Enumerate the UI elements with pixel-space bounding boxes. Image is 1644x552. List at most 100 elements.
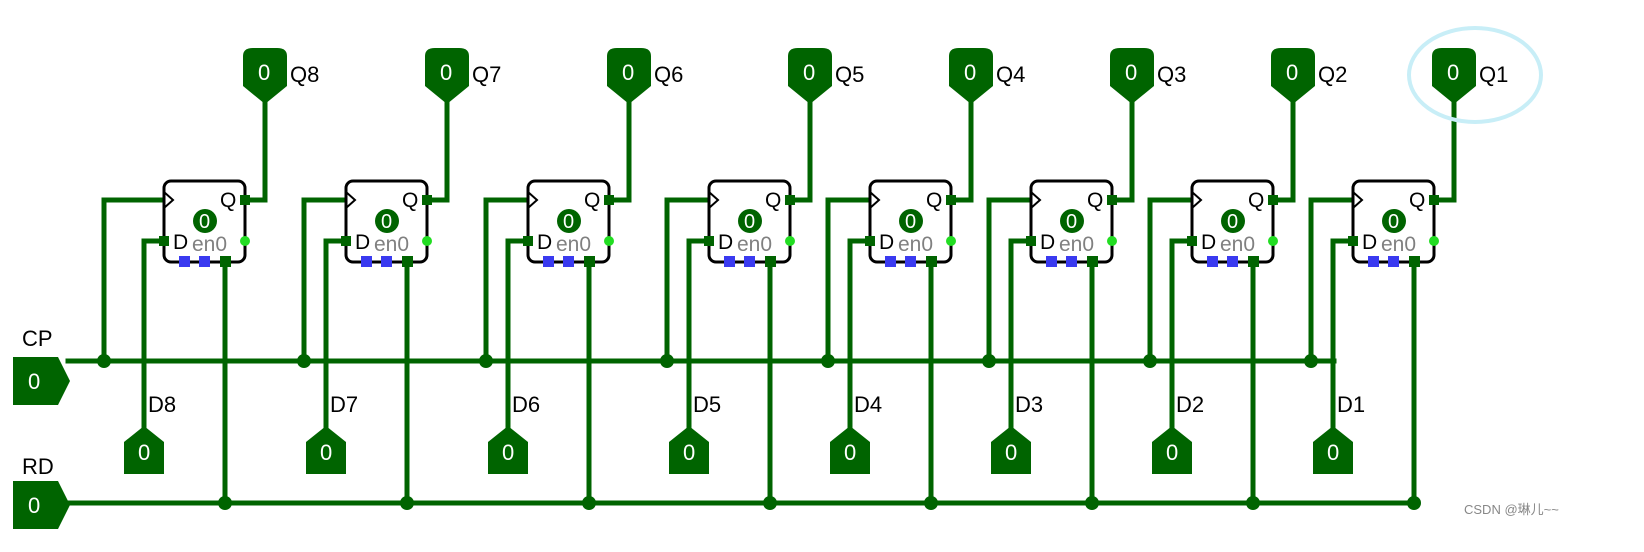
ff-q-label: Q bbox=[926, 189, 942, 212]
ff-state-value: 0 bbox=[563, 211, 574, 233]
set-port bbox=[1207, 256, 1218, 267]
d-pin-shape[interactable] bbox=[488, 426, 528, 474]
d-input-pin[interactable]: 0D3 bbox=[991, 392, 1043, 474]
q-port bbox=[1107, 195, 1117, 205]
cp-pin-shape[interactable] bbox=[13, 357, 70, 405]
wires bbox=[65, 97, 1457, 506]
q-pin-value: 0 bbox=[1125, 60, 1137, 85]
cp-input[interactable]: CP 0 bbox=[13, 326, 70, 405]
set-port bbox=[361, 256, 372, 267]
q-port bbox=[240, 195, 250, 205]
q-output-pin: 0 Q3 bbox=[1110, 48, 1186, 104]
d-input-pin[interactable]: 0D5 bbox=[669, 392, 721, 474]
q-pin-label: Q5 bbox=[835, 62, 864, 87]
d-wire bbox=[323, 238, 349, 433]
d-pin-shape[interactable] bbox=[1152, 426, 1192, 474]
d-input-pin[interactable]: 0D6 bbox=[488, 392, 540, 474]
d-wire bbox=[505, 238, 531, 433]
clock-wire bbox=[664, 197, 712, 364]
reset-port bbox=[220, 256, 231, 267]
rd-junction bbox=[763, 496, 777, 510]
d-port bbox=[1348, 236, 1358, 246]
rd-pin-shape[interactable] bbox=[13, 481, 70, 529]
d-input-pin[interactable]: 0D7 bbox=[306, 392, 358, 474]
d-pin-label: D1 bbox=[1337, 392, 1365, 417]
d-pin-value: 0 bbox=[502, 440, 514, 465]
d-pin-shape[interactable] bbox=[669, 426, 709, 474]
d-pin-shape[interactable] bbox=[124, 426, 164, 474]
q-port bbox=[946, 195, 956, 205]
clock-triangle-icon bbox=[869, 191, 881, 209]
ff-state-value: 0 bbox=[1388, 211, 1399, 233]
d-input-pin[interactable]: 0 D1 bbox=[1313, 392, 1365, 474]
rd-junction bbox=[924, 496, 938, 510]
rd-junction bbox=[1407, 496, 1421, 510]
d-pin-value: 0 bbox=[1327, 440, 1339, 465]
en-port bbox=[604, 236, 614, 246]
d-pin-label: D2 bbox=[1176, 392, 1204, 417]
q-wire bbox=[606, 97, 632, 203]
d-pin-label: D7 bbox=[330, 392, 358, 417]
q-pin-value: 0 bbox=[258, 60, 270, 85]
d-input-pin[interactable]: 0D2 bbox=[1152, 392, 1204, 474]
d-pin-shape[interactable] bbox=[1313, 426, 1353, 474]
q-pin-value: 0 bbox=[1447, 60, 1459, 85]
d-pin-shape[interactable] bbox=[991, 426, 1031, 474]
q-pin-label: Q3 bbox=[1157, 62, 1186, 87]
set-port bbox=[724, 256, 735, 267]
q-port bbox=[1429, 195, 1439, 205]
q-pin-shape bbox=[425, 48, 469, 104]
q-port bbox=[604, 195, 614, 205]
q-pin-label: Q6 bbox=[654, 62, 683, 87]
ff-d-label: D bbox=[1040, 231, 1055, 254]
ff-state-value: 0 bbox=[744, 211, 755, 233]
d-pin-label: D4 bbox=[854, 392, 882, 417]
ff-state-value: 0 bbox=[905, 211, 916, 233]
cp-junction bbox=[1304, 354, 1318, 368]
q-wire bbox=[242, 97, 268, 203]
q-wire bbox=[424, 97, 450, 203]
d-input-pin[interactable]: 0 D4 bbox=[830, 392, 882, 474]
junctions bbox=[97, 354, 1421, 510]
d-pin-value: 0 bbox=[844, 440, 856, 465]
d-pin-shape[interactable] bbox=[830, 426, 870, 474]
set-port bbox=[1368, 256, 1379, 267]
highlight-ring bbox=[1407, 26, 1543, 124]
q-pin-label: Q7 bbox=[472, 62, 501, 87]
q-pin-label: Q2 bbox=[1318, 62, 1347, 87]
en-port bbox=[422, 236, 432, 246]
preset-port bbox=[1066, 256, 1077, 267]
q-pin-value: 0 bbox=[1286, 60, 1298, 85]
d-pin-label: D8 bbox=[148, 392, 176, 417]
d-port bbox=[704, 236, 714, 246]
ff-state-indicator bbox=[557, 209, 581, 233]
d-port bbox=[523, 236, 533, 246]
d-input-pin[interactable]: 0D8 bbox=[124, 392, 176, 474]
rd-input[interactable]: RD 0 bbox=[13, 454, 70, 529]
clock-triangle-icon bbox=[527, 191, 539, 209]
q-wire bbox=[1270, 97, 1296, 203]
cp-junction bbox=[297, 354, 311, 368]
reset-port bbox=[402, 256, 413, 267]
ff-d-label: D bbox=[537, 231, 552, 254]
preset-port bbox=[563, 256, 574, 267]
clock-wire bbox=[825, 197, 873, 364]
d-wire bbox=[1169, 238, 1195, 433]
clock-wire bbox=[483, 197, 531, 364]
ff-state-value: 0 bbox=[199, 211, 210, 233]
rd-junction bbox=[400, 496, 414, 510]
cp-value: 0 bbox=[28, 369, 40, 394]
d-pin-value: 0 bbox=[1005, 440, 1017, 465]
d-pin-shape[interactable] bbox=[306, 426, 346, 474]
